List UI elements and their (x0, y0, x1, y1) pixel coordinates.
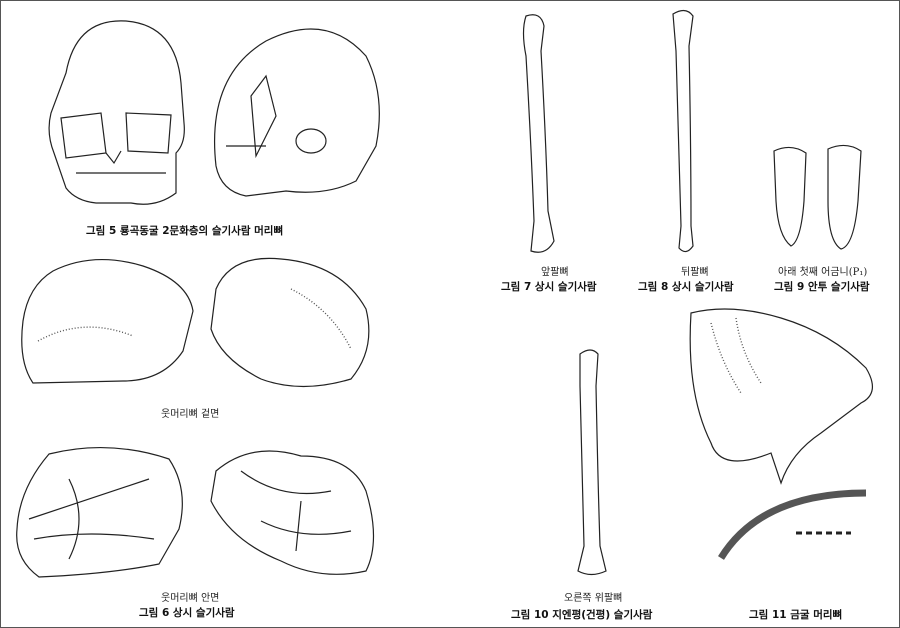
cranial-fragment-outer-left (21, 259, 194, 384)
skull-front-drawing (48, 20, 185, 205)
figure-11-caption: 그림 11 금굴 머리뼈 (749, 609, 843, 621)
figure-8-caption: 그림 8 상시 슬기사람 (638, 281, 734, 293)
figure-7-label: 앞팔뼈 (541, 267, 569, 278)
figure-10-caption: 그림 10 지엔평(건평) 슬기사람 (511, 609, 653, 621)
figure-7-caption: 그림 7 상시 슬기사람 (501, 281, 597, 293)
figure-5-caption: 그림 5 룡곡동굴 2문화층의 슬기사람 머리뼈 (86, 225, 284, 237)
figure-10-label: 오른쪽 위팔뼈 (564, 593, 623, 604)
ulna-drawing (672, 9, 694, 253)
figure-6-caption: 그림 6 상시 슬기사람 (139, 607, 235, 619)
cranial-fragment-inner-left (16, 446, 183, 578)
molar-teeth-drawing (773, 144, 862, 250)
figure-6-inner-label: 웃머리뼈 안면 (161, 593, 220, 604)
figure-9-label: 아래 첫째 어금니(P₁) (778, 267, 868, 278)
figure-9-caption: 그림 9 안투 슬기사람 (774, 281, 870, 293)
figure-8-label: 뒤팔뼈 (681, 267, 709, 278)
figure-6-outer-label: 웃머리뼈 겉면 (161, 409, 220, 420)
cranial-fragment-inner-right (210, 450, 375, 575)
skull-fragment-drawing (689, 308, 873, 560)
forearm-bone-drawing (522, 14, 555, 253)
cranial-fragment-outer-right (210, 257, 370, 388)
humerus-drawing (577, 349, 607, 576)
skull-side-drawing (213, 28, 380, 197)
